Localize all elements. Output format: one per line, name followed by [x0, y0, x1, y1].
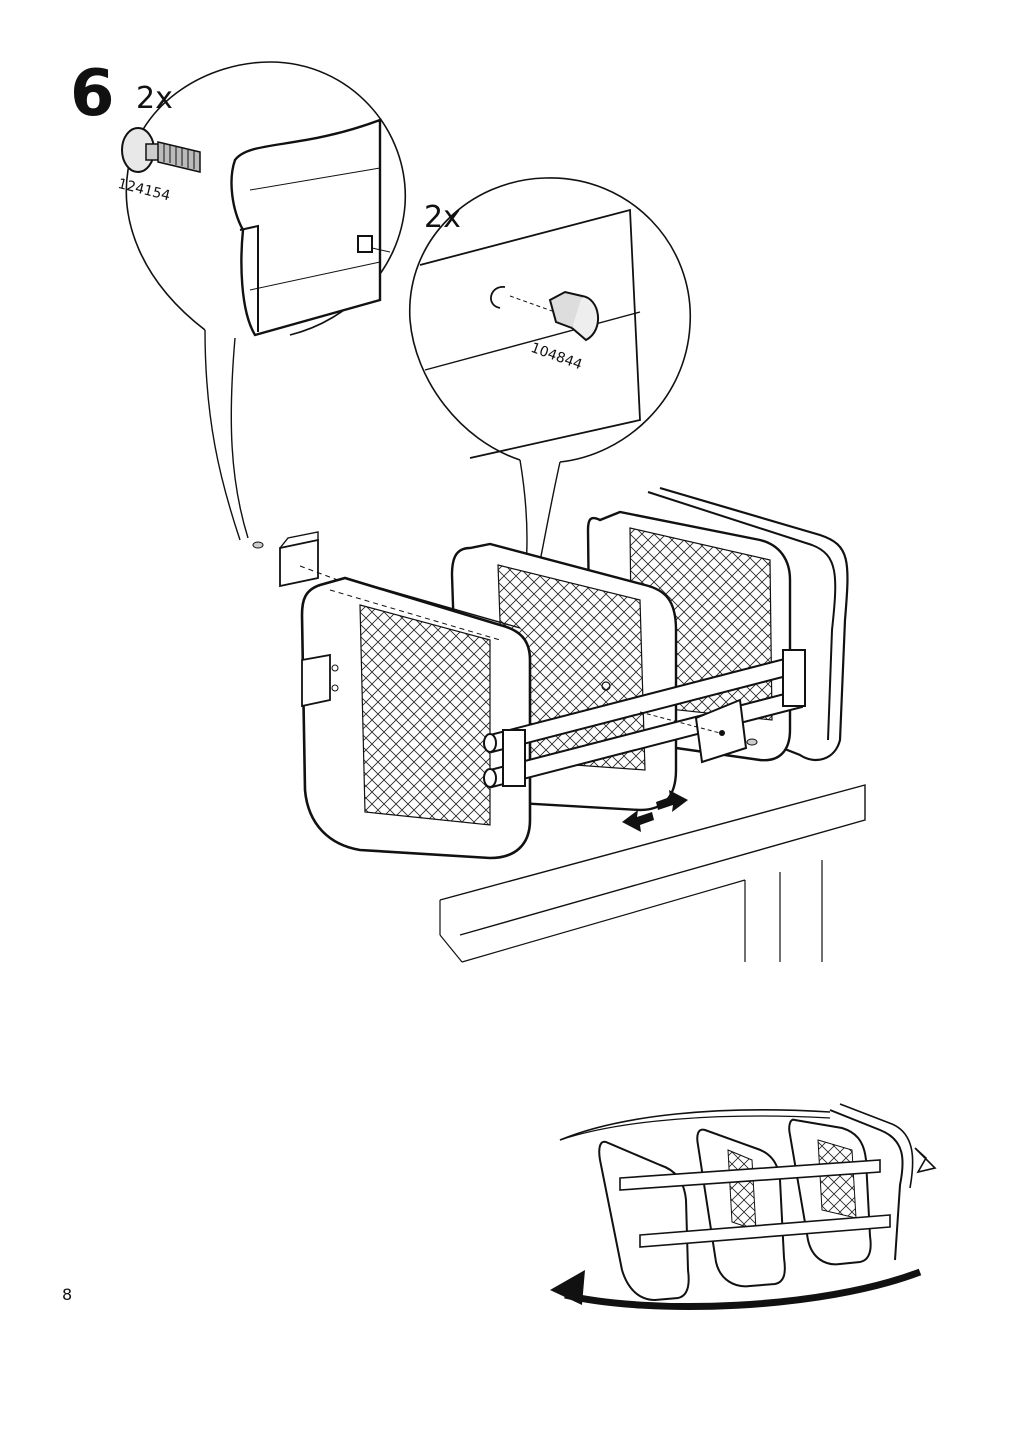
bolt-quantity-label: 2x — [136, 81, 173, 116]
carriage-bolt-icon — [121, 127, 201, 173]
page-number: 8 — [62, 1285, 73, 1304]
small-bracket-part — [252, 531, 501, 641]
front-frame — [300, 576, 532, 860]
slide-arrows-icon — [622, 790, 688, 832]
table-illustration — [439, 784, 866, 963]
detail-callout-cap-nut — [409, 177, 691, 613]
step-number: 6 — [70, 57, 115, 131]
cap-nut-icon — [548, 290, 600, 342]
square-hole-icon — [357, 235, 373, 253]
cap-nut-quantity-label: 2x — [424, 200, 461, 235]
detail-callout-bracket — [125, 61, 406, 541]
rotate-inset — [550, 1103, 937, 1310]
right-bracket-part — [639, 698, 758, 764]
